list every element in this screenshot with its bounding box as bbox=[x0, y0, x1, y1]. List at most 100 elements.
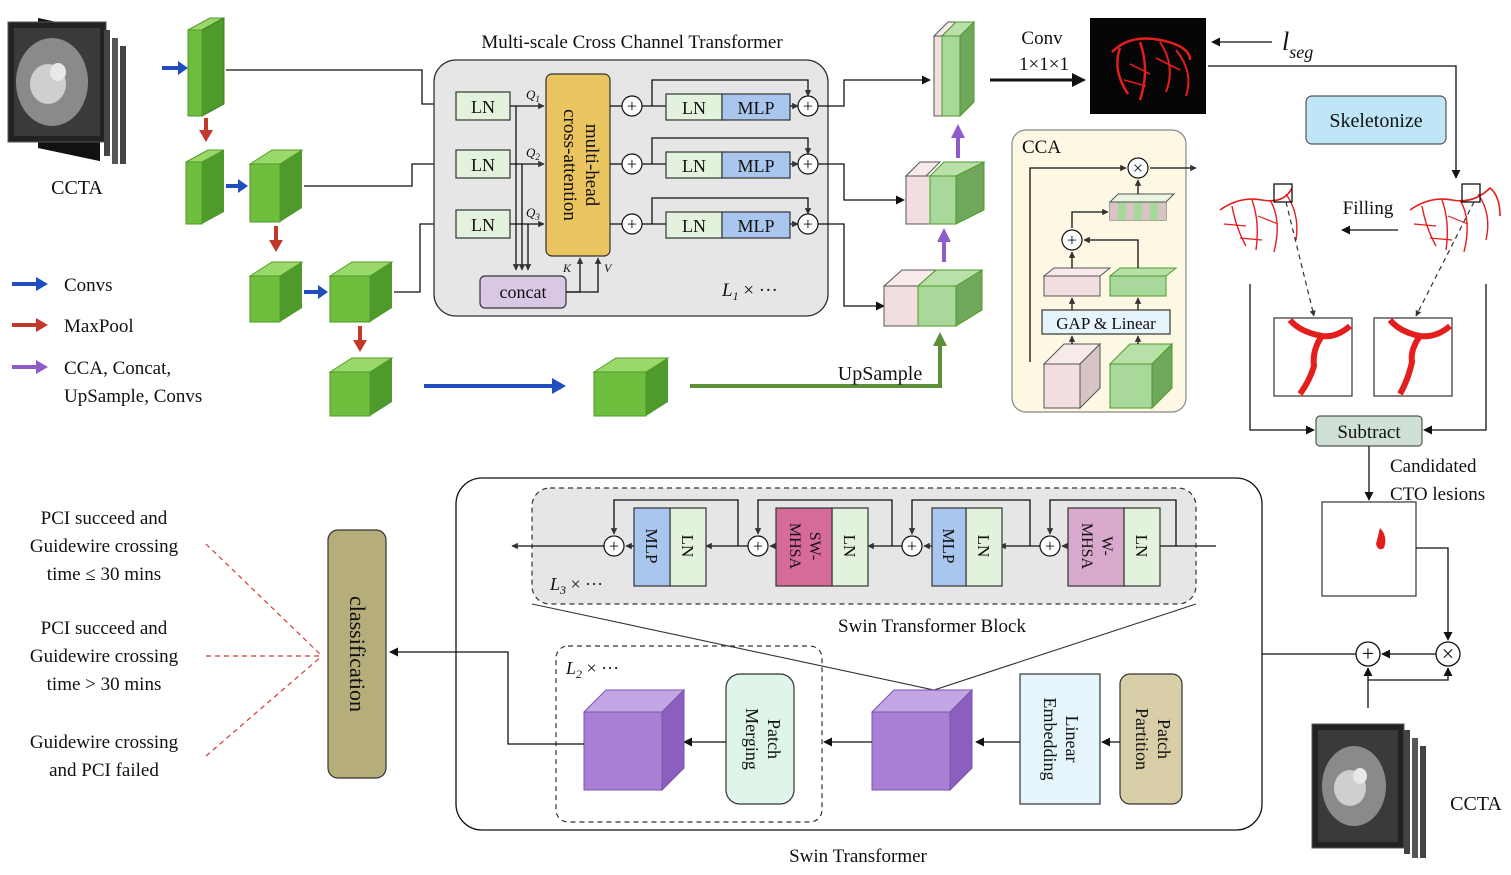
swin-ln-4: LN bbox=[669, 507, 707, 587]
candidated-label: Candidated bbox=[1390, 456, 1477, 477]
svg-text:LN: LN bbox=[1132, 535, 1151, 558]
svg-text:SW-: SW- bbox=[806, 532, 823, 560]
add-icon bbox=[1061, 229, 1083, 251]
svg-text:+: + bbox=[803, 96, 813, 116]
merged-feature-cube bbox=[582, 688, 686, 792]
legend-maxpool: MaxPool bbox=[64, 316, 134, 337]
svg-text:Guidewire crossing: Guidewire crossing bbox=[30, 646, 179, 667]
outcome-1: PCI succeed and Guidewire crossing time … bbox=[30, 508, 179, 585]
patch-partition-box: Patch Partition bbox=[1119, 673, 1183, 805]
svg-text:+: + bbox=[627, 96, 637, 116]
cca-vector-green bbox=[1109, 275, 1167, 297]
svg-text:+: + bbox=[753, 536, 763, 556]
svg-text:LN: LN bbox=[682, 216, 706, 236]
cca-input-cube-green bbox=[1108, 342, 1174, 410]
upsample-label: UpSample bbox=[838, 363, 923, 385]
decoder-up-arrows bbox=[937, 124, 965, 262]
encoder-feature-1 bbox=[187, 17, 225, 117]
svg-text:Skeletonize: Skeletonize bbox=[1329, 110, 1422, 132]
outcome-2: PCI succeed and Guidewire crossing time … bbox=[30, 618, 179, 695]
mcct-panel bbox=[433, 59, 829, 317]
svg-text:time ≤ 30 mins: time ≤ 30 mins bbox=[47, 564, 161, 585]
svg-text:+: + bbox=[1045, 536, 1055, 556]
l2-stage-panel bbox=[555, 645, 823, 823]
k-label: K bbox=[562, 261, 572, 275]
cca-title: CCA bbox=[1022, 137, 1061, 158]
vessel-skeleton-icon bbox=[1409, 183, 1501, 253]
legend: Convs MaxPool CCA, Concat, UpSample, Con… bbox=[12, 275, 202, 407]
q1-label: Q1 bbox=[526, 87, 540, 104]
swin-mlp-2: MLP bbox=[633, 507, 671, 587]
svg-text:Subtract: Subtract bbox=[1337, 422, 1401, 443]
encoder-feature-4 bbox=[328, 357, 394, 417]
svg-text:MLP: MLP bbox=[939, 529, 958, 564]
swin-ln-3: LN bbox=[831, 507, 869, 587]
zoom-patch-filled bbox=[1273, 317, 1353, 397]
l2-repeat-label: L2 × ··· bbox=[565, 658, 619, 681]
swin-ln-1: LN bbox=[1123, 507, 1161, 587]
svg-text:concat: concat bbox=[500, 282, 547, 302]
decoder-feature-3 bbox=[882, 269, 984, 327]
svg-text:Embedding: Embedding bbox=[1040, 698, 1060, 781]
mcct-ln-2: LN bbox=[455, 149, 511, 179]
svg-text:MLP: MLP bbox=[737, 216, 774, 236]
mcct-row-2: + LN MLP + bbox=[610, 137, 819, 179]
zoom-patch-original bbox=[1373, 317, 1453, 397]
svg-text:LN: LN bbox=[471, 215, 495, 235]
cto-lesions-label: CTO lesions bbox=[1390, 484, 1485, 505]
subtract-box: Subtract bbox=[1315, 415, 1423, 447]
decoder-feature-1 bbox=[932, 20, 976, 118]
svg-text:PCI succeed and: PCI succeed and bbox=[41, 508, 168, 529]
swin-ln-2: LN bbox=[965, 507, 1003, 587]
sw-mhsa-box: SW- MHSA bbox=[775, 507, 833, 587]
svg-text:MHSA: MHSA bbox=[1078, 523, 1095, 570]
svg-text:MLP: MLP bbox=[642, 529, 661, 564]
filling-label: Filling bbox=[1343, 198, 1394, 219]
svg-text:×: × bbox=[1442, 641, 1454, 666]
mcct-title: Multi-scale Cross Channel Transformer bbox=[481, 32, 783, 53]
svg-text:multi-head: multi-head bbox=[581, 124, 602, 207]
patch-merging-box: Patch Merging bbox=[725, 673, 795, 805]
cca-input-cube-pink bbox=[1042, 342, 1102, 410]
encoder-feature-2b bbox=[248, 149, 304, 223]
svg-text:Patch: Patch bbox=[1154, 719, 1174, 759]
linear-embedding-box: Linear Embedding bbox=[1019, 673, 1101, 805]
svg-text:LN: LN bbox=[682, 98, 706, 118]
svg-text:classification: classification bbox=[345, 596, 370, 712]
vessel-mask-icon bbox=[1090, 18, 1206, 114]
maxpool-arrows bbox=[199, 118, 367, 352]
ccta-volume-icon bbox=[1311, 723, 1426, 858]
cca-vector-pink bbox=[1043, 275, 1101, 297]
swin-mlp-1: MLP bbox=[931, 507, 967, 587]
outcome-3: Guidewire crossing and PCI failed bbox=[30, 732, 179, 781]
q3-label: Q3 bbox=[526, 205, 540, 222]
svg-text:MLP: MLP bbox=[737, 156, 774, 176]
cto-lesion-patch bbox=[1321, 501, 1417, 597]
svg-text:time > 30 mins: time > 30 mins bbox=[47, 674, 162, 695]
svg-text:Linear: Linear bbox=[1062, 716, 1082, 763]
swin-transformer-title: Swin Transformer bbox=[789, 846, 927, 867]
classification-box: classification bbox=[327, 529, 387, 779]
svg-text:LN: LN bbox=[471, 155, 495, 175]
svg-text:Guidewire crossing: Guidewire crossing bbox=[30, 732, 179, 753]
svg-text:MHSA: MHSA bbox=[786, 523, 803, 570]
concat-box: concat bbox=[479, 275, 567, 309]
mcct-ln-1: LN bbox=[455, 91, 511, 121]
encoder-feature-2a bbox=[185, 149, 225, 225]
svg-text:PCI succeed and: PCI succeed and bbox=[41, 618, 168, 639]
conv-size-label: 1×1×1 bbox=[1019, 54, 1069, 75]
skeletonize-box: Skeletonize bbox=[1305, 95, 1447, 145]
w-mhsa-box: W- MHSA bbox=[1067, 507, 1125, 587]
svg-text:+: + bbox=[803, 214, 813, 234]
svg-text:and PCI failed: and PCI failed bbox=[49, 760, 159, 781]
encoder-feature-3b bbox=[328, 261, 394, 323]
mcct-ln-3: LN bbox=[455, 209, 511, 239]
mcct-row-1: + LN MLP + bbox=[610, 79, 819, 121]
conv-arrows bbox=[162, 61, 566, 394]
multi-head-cross-attention: multi-head cross-attention bbox=[545, 73, 611, 257]
svg-text:LN: LN bbox=[840, 535, 859, 558]
vessel-skeleton-icon bbox=[1219, 183, 1298, 253]
multiply-icon bbox=[1127, 157, 1149, 179]
svg-text:+: + bbox=[907, 536, 917, 556]
